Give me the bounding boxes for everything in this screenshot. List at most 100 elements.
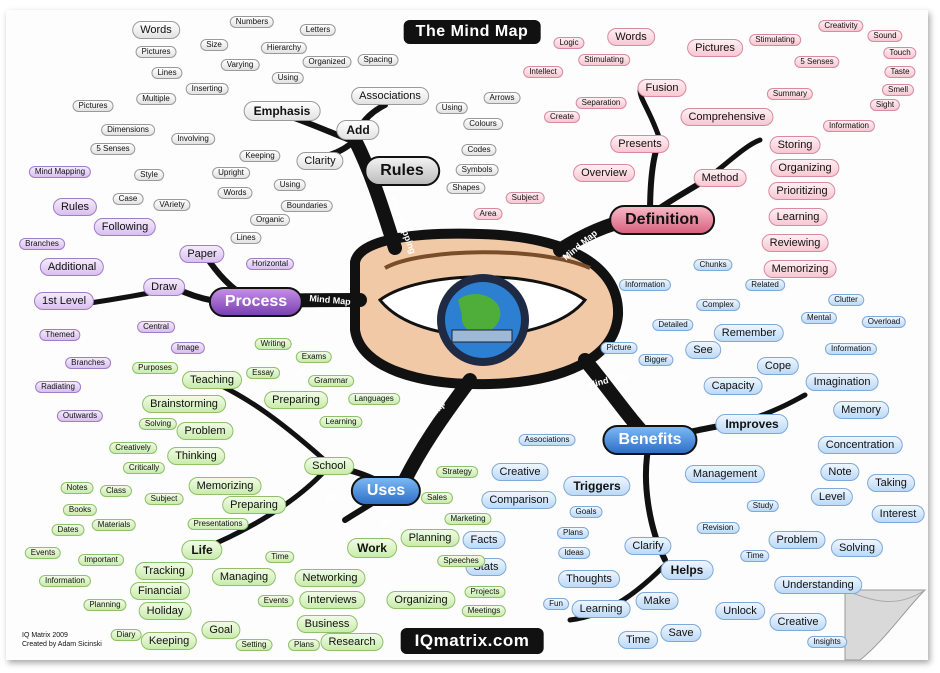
node-goals: Goals (569, 506, 603, 518)
node-business: Business (296, 615, 358, 633)
node-marketing: Marketing (444, 513, 492, 525)
node-cope: Cope (756, 357, 800, 375)
node-solving: Solving (830, 539, 884, 557)
node-study: Study (746, 500, 780, 512)
website-label: IQmatrix.com (400, 628, 544, 654)
node-important: Important (78, 554, 124, 566)
node-diary: Diary (110, 629, 142, 641)
node-style: Style (134, 169, 164, 181)
node-learning: Learning (319, 416, 363, 428)
node-imagination: Imagination (805, 373, 879, 391)
node-upright: Upright (212, 167, 250, 179)
node-understanding: Understanding (774, 576, 862, 594)
node-emphasis: Emphasis (243, 101, 321, 121)
node-materials: Materials (91, 519, 137, 531)
node-numbers: Numbers (229, 16, 275, 28)
node-class: Class (99, 485, 133, 497)
node-stimulating: Stimulating (578, 54, 630, 66)
node-smell: Smell (881, 84, 915, 96)
node-presents: Presents (610, 135, 670, 153)
node-pictures: Pictures (72, 100, 114, 112)
node-purposes: Purposes (132, 362, 178, 374)
node-speeches: Speeches (437, 555, 485, 567)
node-shapes: Shapes (446, 182, 486, 194)
node-planning: Planning (83, 599, 127, 611)
node-keeping: Keeping (239, 150, 281, 162)
node-radiating: Radiating (35, 381, 81, 393)
node-branches: Branches (65, 357, 111, 369)
branch-rules: Rules (364, 156, 440, 186)
node-preparing: Preparing (222, 496, 286, 514)
node-brainstorming: Brainstorming (142, 395, 226, 413)
node-summary: Summary (766, 88, 814, 100)
node-school: School (304, 457, 354, 475)
node-draw: Draw (143, 278, 185, 296)
node-writing: Writing (254, 338, 292, 350)
node-management: Management (684, 465, 766, 483)
node-information: Information (38, 575, 92, 587)
node-paper: Paper (179, 245, 225, 263)
node-learning: Learning (768, 208, 828, 226)
node-size: Size (200, 39, 228, 51)
node-creatively: Creatively (109, 442, 157, 454)
node-separation: Separation (575, 97, 627, 109)
node-teaching: Teaching (181, 371, 243, 389)
central-eye-image (350, 228, 624, 390)
node-varying: Varying (220, 59, 260, 71)
node-problem: Problem (768, 531, 826, 549)
node-notes: Notes (60, 482, 94, 494)
node-detailed: Detailed (652, 319, 694, 331)
node-ideas: Ideas (558, 547, 590, 559)
branch-benefits: Benefits (602, 425, 698, 455)
node-creative: Creative (769, 613, 827, 631)
node-work: Work (347, 538, 397, 558)
node-concentration: Concentration (817, 436, 903, 454)
node-subject: Subject (505, 192, 545, 204)
node-words: Words (217, 187, 253, 199)
node-reviewing: Reviewing (761, 234, 829, 252)
node-unlock: Unlock (715, 602, 765, 620)
node-memory: Memory (833, 401, 889, 419)
node-pictures: Pictures (687, 39, 743, 57)
node-networking: Networking (294, 569, 366, 587)
node-information: Information (824, 343, 878, 355)
node-strategy: Strategy (436, 466, 478, 478)
node-5-senses: 5 Senses (794, 56, 840, 68)
node-comprehensive: Comprehensive (680, 108, 774, 126)
connector-label: for (326, 492, 338, 502)
node-branches: Branches (19, 238, 65, 250)
node-1st-level: 1st Level (33, 292, 95, 310)
node-organic: Organic (249, 214, 291, 226)
node-additional: Additional (39, 258, 105, 276)
branch-uses: Uses (350, 476, 422, 506)
node-life: Life (181, 540, 223, 560)
node-chunks: Chunks (693, 259, 733, 271)
node-organized: Organized (302, 56, 352, 68)
node-setting: Setting (235, 639, 273, 651)
node-note: Note (820, 463, 860, 481)
node-make: Make (635, 592, 679, 610)
node-information: Information (618, 279, 672, 291)
node-image: Image (170, 342, 206, 354)
node-sales: Sales (420, 492, 454, 504)
node-dimensions: Dimensions (101, 124, 155, 136)
node-improves: Improves (715, 414, 789, 434)
node-solving: Solving (138, 418, 178, 430)
node-outwards: Outwards (56, 410, 104, 422)
node-stimulating: Stimulating (749, 34, 801, 46)
node-thoughts: Thoughts (558, 570, 620, 588)
node-financial: Financial (129, 582, 191, 600)
node-5-senses: 5 Senses (90, 143, 136, 155)
node-sound: Sound (867, 30, 903, 42)
node-bigger: Bigger (638, 354, 674, 366)
node-organizing: Organizing (770, 159, 840, 177)
node-presentations: Presentations (187, 518, 249, 530)
node-associations: Associations (351, 87, 429, 105)
node-words: Words (607, 28, 655, 46)
node-inserting: Inserting (185, 83, 229, 95)
node-revision: Revision (696, 522, 740, 534)
node-preparing: Preparing (264, 391, 328, 409)
node-learning: Learning (571, 600, 631, 618)
node-dates: Dates (51, 524, 85, 536)
node-subject: Subject (144, 493, 184, 505)
